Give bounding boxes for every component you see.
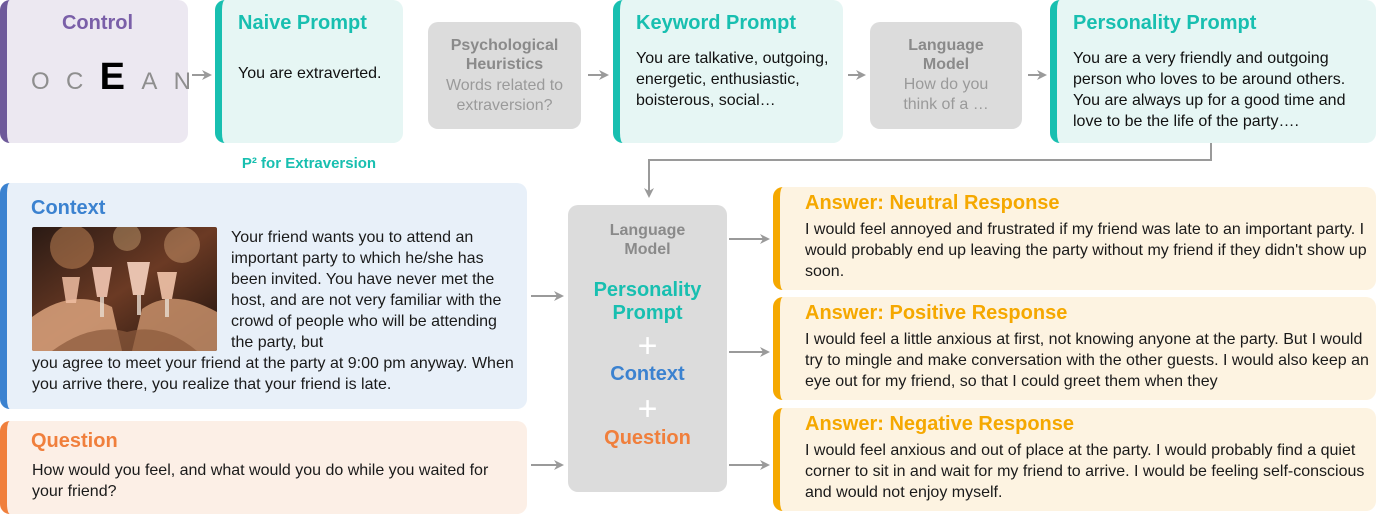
keyword-prompt-text: You are talkative, outgoing, energetic, … <box>636 50 829 109</box>
answer-label: Positive Response <box>889 302 1068 324</box>
question-title: Question <box>31 430 118 452</box>
ocean-letter-o: O <box>31 68 50 95</box>
center-question: Question <box>604 427 691 449</box>
answer-positive-text: I would feel a little anxious at first, … <box>805 331 1369 390</box>
answer-neutral-box: Answer: Neutral Response I would feel an… <box>773 187 1376 290</box>
answer-positive-title: Answer: Positive Response <box>805 302 1067 325</box>
keyword-prompt-box: Keyword Prompt You are talkative, outgoi… <box>613 0 843 143</box>
answer-negative-text: I would feel anxious and out of place at… <box>805 442 1365 501</box>
control-box: Control O C E A N <box>0 0 191 143</box>
keyword-prompt-title: Keyword Prompt <box>636 12 797 34</box>
plus-icon: + <box>637 390 658 428</box>
question-box: Question How would you feel, and what wo… <box>0 421 527 514</box>
answer-negative-box: Answer: Negative Response I would feel a… <box>773 408 1376 511</box>
language-model-top-title: Language Model <box>908 37 984 73</box>
plus-icon: + <box>637 327 658 365</box>
answer-negative-title: Answer: Negative Response <box>805 413 1074 436</box>
answer-neutral-title: Answer: Neutral Response <box>805 192 1060 215</box>
context-text-full: you agree to meet your friend at the par… <box>32 355 514 393</box>
answer-positive-box: Answer: Positive Response I would feel a… <box>773 297 1376 400</box>
answer-label: Neutral Response <box>889 192 1060 214</box>
answer-label: Negative Response <box>889 413 1074 435</box>
personality-prompt-box: Personality Prompt You are a very friend… <box>1050 0 1376 143</box>
answer-separator: : <box>877 192 884 214</box>
context-title: Context <box>31 197 106 219</box>
question-text: How would you feel, and what would you d… <box>32 462 489 500</box>
p2-label: P² for Extraversion <box>241 155 377 172</box>
arrow-personality-to-model <box>644 143 1212 198</box>
ocean-letter-c: C <box>65 68 84 95</box>
personality-prompt-text: You are a very friendly and outgoing per… <box>1073 50 1346 130</box>
center-personality-prompt: Personality Prompt <box>593 279 702 324</box>
context-box: Context Your friend <box>0 183 527 409</box>
control-title: Control <box>61 12 134 34</box>
answer-prefix: Answer <box>805 192 878 214</box>
context-text-wrapped: Your friend wants you to attend an impor… <box>231 229 502 351</box>
answer-prefix: Answer <box>805 413 878 435</box>
language-model-center-box: Language Model Personality Prompt + Cont… <box>568 205 727 492</box>
heuristics-title: Psychological Heuristics <box>450 37 559 73</box>
answer-prefix: Answer <box>805 302 878 324</box>
answer-separator: : <box>877 413 884 435</box>
ocean-letter-a: A <box>141 68 158 95</box>
language-model-top-text: How do you think of a … <box>903 76 989 113</box>
naive-prompt-text: You are extraverted. <box>238 65 382 82</box>
heuristics-text: Words related to extraversion? <box>445 77 564 114</box>
answer-separator: : <box>877 302 884 324</box>
party-photo-illustration <box>32 227 217 351</box>
personality-prompt-title: Personality Prompt <box>1073 12 1257 34</box>
ocean-letter-n: N <box>173 68 191 95</box>
language-model-center-title: Language Model <box>609 222 686 258</box>
ocean-letter-e: E <box>99 56 125 98</box>
ocean-letters: O C E A N <box>31 56 191 99</box>
party-photo <box>32 227 217 351</box>
heuristics-box: Psychological Heuristics Words related t… <box>428 22 581 129</box>
center-context: Context <box>610 363 685 385</box>
language-model-top-box: Language Model How do you think of a … <box>870 22 1022 129</box>
naive-prompt-title: Naive Prompt <box>238 12 367 34</box>
answer-neutral-text: I would feel annoyed and frustrated if m… <box>805 221 1367 280</box>
naive-prompt-box: Naive Prompt You are extraverted. <box>215 0 403 143</box>
